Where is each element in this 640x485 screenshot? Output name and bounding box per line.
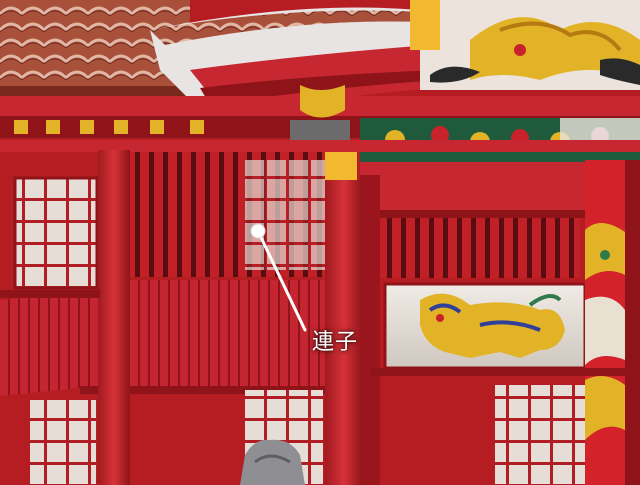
lattice-window-left bbox=[15, 178, 97, 288]
pillar-left bbox=[98, 150, 130, 485]
callout-marker bbox=[250, 223, 266, 239]
dragon-pillar bbox=[585, 160, 640, 485]
sloped-skirt bbox=[0, 292, 100, 396]
gold-band bbox=[0, 118, 360, 138]
callout-label: 連子 bbox=[312, 330, 359, 355]
stone-ornament bbox=[240, 439, 305, 485]
lattice-window-right bbox=[380, 218, 580, 278]
callout-leader-line bbox=[256, 229, 307, 332]
lower-lattice-left bbox=[30, 400, 96, 485]
gable-carving bbox=[410, 0, 640, 90]
mid-rail bbox=[0, 140, 640, 152]
lion-panel bbox=[383, 282, 587, 370]
pillar-center bbox=[325, 180, 363, 485]
lower-lattice-right bbox=[495, 385, 585, 485]
